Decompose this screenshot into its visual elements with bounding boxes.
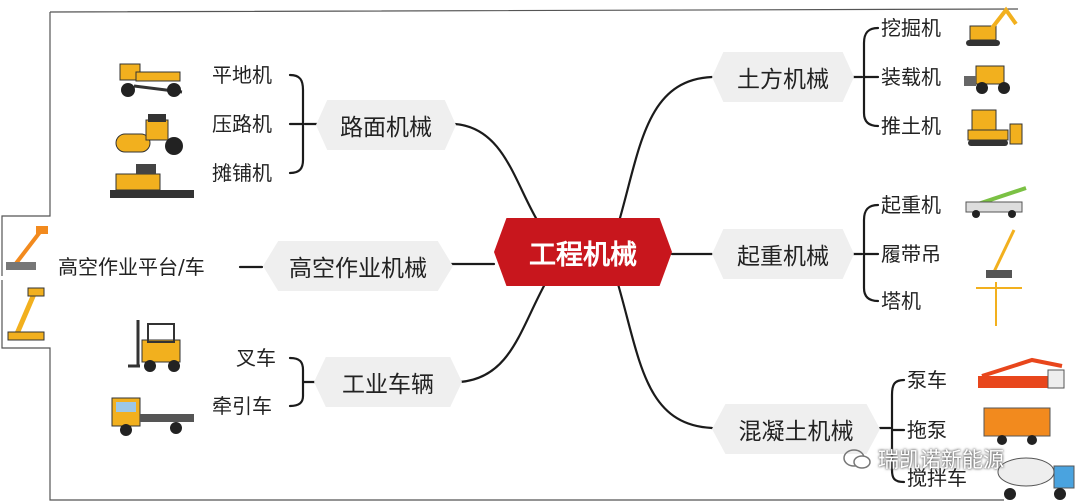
bulldozer-image [967, 109, 1023, 146]
leaf-excavator: 挖掘机 [881, 16, 941, 40]
leaf-mixer-truck: 搅拌车 [907, 466, 967, 490]
center-node: 工程机械 [494, 218, 672, 286]
grader-image [119, 63, 183, 97]
node-aerial-machinery: 高空作业机械 [263, 241, 453, 291]
node-industrial-vehicles: 工业车辆 [314, 357, 462, 407]
pump-truck-image [978, 357, 1065, 389]
watermark-text: 瑞凯诺新能源 [878, 448, 1004, 472]
wechat-icon [843, 449, 871, 469]
leaf-pump-truck: 泵车 [907, 368, 947, 392]
crane-image [965, 186, 1027, 218]
node-road-machinery: 路面机械 [316, 100, 456, 150]
leaf-forklift: 叉车 [236, 346, 276, 370]
roller-image [115, 114, 183, 155]
leaf-paver: 摊铺机 [212, 161, 272, 185]
leaf-loader: 装载机 [881, 65, 941, 89]
leaf-grader: 平地机 [212, 63, 272, 87]
aerial-platform-image-1 [6, 226, 48, 270]
leaf-trailer-pump: 拖泵 [907, 418, 947, 442]
node-earthmoving-machinery: 土方机械 [712, 52, 854, 102]
leaf-tower-crane: 塔机 [881, 289, 921, 313]
loader-image [964, 65, 1010, 94]
node-concrete-machinery: 混凝土机械 [712, 404, 880, 454]
node-lifting-machinery: 起重机械 [712, 229, 854, 279]
paver-image [110, 164, 194, 198]
leaf-crane: 起重机 [881, 193, 941, 217]
leaf-bulldozer: 推土机 [881, 114, 941, 138]
leaf-crawler-crane: 履带吊 [881, 242, 941, 266]
crawler-crane-image [986, 229, 1016, 278]
aerial-platform-image-2 [7, 287, 45, 341]
watermark: 瑞凯诺新能源 [842, 444, 1004, 474]
excavator-image [966, 6, 1018, 46]
leaf-aerial-platform: 高空作业平台/车 [58, 255, 205, 279]
forklift-image [128, 320, 181, 372]
leaf-tractor: 牵引车 [212, 394, 272, 418]
tractor-image [111, 397, 194, 436]
leaf-roller: 压路机 [212, 112, 272, 136]
tower-crane-image [976, 282, 1022, 326]
trailer-pump-image [983, 407, 1051, 445]
mixer-truck-image [997, 457, 1075, 500]
